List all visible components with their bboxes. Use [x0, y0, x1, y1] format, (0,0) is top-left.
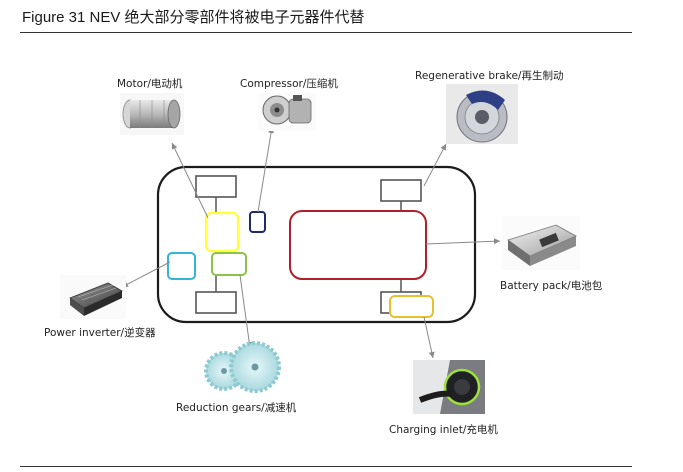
wheel-front-top — [195, 175, 237, 198]
arrow-motor — [171, 142, 209, 219]
battery-pack-label: Battery pack/电池包 — [500, 280, 603, 292]
power-inverter-box — [167, 252, 196, 280]
compressor-label: Compressor/压缩机 — [240, 78, 338, 90]
battery-pack-box — [289, 210, 427, 280]
battery-pack-picture — [502, 216, 580, 270]
compressor-picture — [258, 93, 316, 131]
car-body-outline — [156, 165, 477, 324]
bottom-rule — [20, 466, 632, 467]
motor-label: Motor/电动机 — [117, 78, 183, 90]
figure-title: Figure 31 NEV 绝大部分零部件将被电子元器件代替 — [22, 9, 365, 26]
regen-brake-label: Regenerative brake/再生制动 — [415, 70, 564, 82]
reduction-gears-box — [211, 252, 247, 276]
charging-inlet-label: Charging inlet/充电机 — [389, 424, 498, 436]
power-inverter-picture — [60, 275, 126, 319]
compressor-box — [249, 211, 266, 233]
charging-inlet-box — [389, 295, 434, 318]
top-rule — [20, 32, 632, 33]
regen-brake-picture — [446, 84, 518, 144]
arrow-reduction — [239, 274, 253, 349]
power-inverter-label: Power inverter/逆变器 — [44, 327, 156, 339]
arrow-regen-brake — [423, 143, 447, 187]
wheel-rear-top — [380, 179, 422, 202]
wheel-front-bottom — [195, 291, 237, 314]
reduction-gears-picture — [204, 341, 281, 393]
arrow-inverter — [121, 261, 171, 288]
charging-inlet-picture — [413, 360, 485, 414]
reduction-gears-label: Reduction gears/减速机 — [176, 402, 297, 414]
motor-box — [204, 211, 240, 253]
arrow-charging — [423, 316, 435, 359]
motor-picture — [120, 93, 184, 135]
arrow-compressor — [257, 126, 274, 213]
arrow-battery — [425, 238, 501, 245]
